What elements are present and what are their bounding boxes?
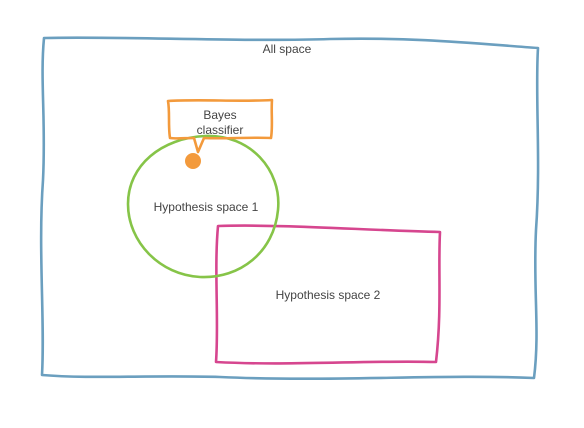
bayes-classifier-callout-box [166,98,274,154]
hypothesis-space-1-region [126,134,280,279]
bayes-classifier-label-line1: Bayes [203,108,236,122]
all-space-region [39,36,540,380]
all-space-label: All space [263,42,312,56]
hypothesis-space-2-region [214,224,442,365]
hypothesis-space-2-label: Hypothesis space 2 [276,288,381,302]
bayes-classifier-label-line2: classifier [197,123,244,137]
bayes-classifier-point [185,153,201,169]
hypothesis-space-1-label: Hypothesis space 1 [154,200,259,214]
